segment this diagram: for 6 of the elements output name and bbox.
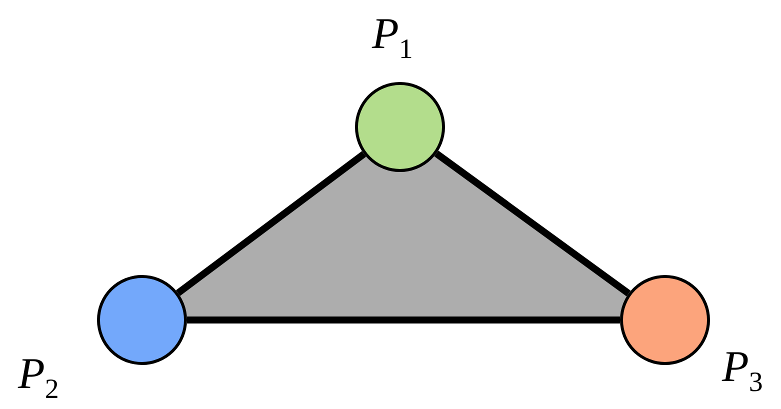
- vertex-label: P$_{3}$: [722, 345, 763, 397]
- vertex-label: P$_{1}$: [372, 12, 413, 64]
- vertex-label: P$_{2}$: [18, 352, 59, 404]
- edge-line: [187, 316, 620, 324]
- edge-line: [434, 150, 631, 296]
- edge-line: [176, 151, 366, 296]
